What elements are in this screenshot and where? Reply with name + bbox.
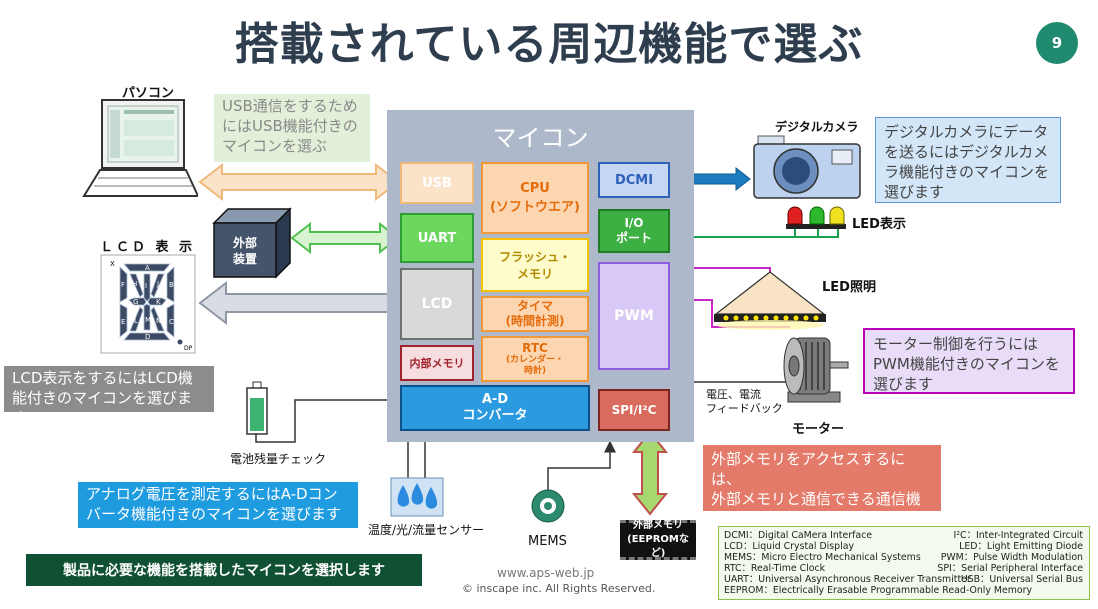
lcd-seg-x: X — [110, 260, 115, 268]
lcd-display-label: ＬＣＤ 表 示 — [100, 240, 196, 255]
lcd-seg-j: J — [156, 280, 159, 288]
abbr-led: LED：Light Emitting Diode — [959, 541, 1083, 552]
lcd-segment-icon: A B C D E F G H I J K L M N X DP — [100, 254, 196, 354]
lcd-seg-m: M — [145, 316, 151, 324]
lcd-block: LCD — [400, 268, 474, 340]
mems-label: MEMS — [528, 534, 567, 549]
lcd-note: LCD表示をするにはLCD機 能付きのマイコンを選びます — [4, 366, 214, 427]
motor-icon — [783, 337, 849, 403]
feedback-label: 電圧、電流 フィードバック — [706, 388, 783, 415]
adc-note: アナログ電圧を測定するにはA-Dコン バータ機能付きのマイコンを選びます — [78, 482, 358, 528]
cpu-block: CPU (ソフトウエア) — [481, 162, 589, 234]
uart-block: UART — [400, 213, 474, 263]
lcd-seg-h: H — [132, 280, 137, 288]
lcd-seg-f: F — [121, 281, 125, 289]
lcd-seg-b: B — [169, 281, 174, 289]
pwm-note: モーター制御を行うには PWM機能付きのマイコンを 選びます — [863, 328, 1075, 394]
camera-label: デジタルカメラ — [775, 120, 859, 134]
led-display-label: LED表示 — [852, 217, 906, 232]
abbr-uart: UART：Universal Asynchronous Receiver Tra… — [724, 574, 971, 585]
memory-note: 外部メモリをアクセスするには、 外部メモリと通信できる通信機能 付きのマイコンを… — [703, 445, 941, 548]
usb-note: USB通信をするため にはUSB機能付きの マイコンを選ぶ — [214, 94, 370, 162]
abbr-rtc: RTC：Real-Time Clock — [724, 563, 826, 574]
external-device-icon — [212, 207, 292, 279]
motor-label: モーター — [792, 422, 845, 437]
lcd-link-arrow — [198, 280, 399, 326]
timer-block: タイマ (時間計測) — [481, 296, 589, 332]
lcd-seg-g: G — [133, 298, 138, 306]
mems-icon — [531, 489, 565, 523]
mems-wire — [547, 440, 616, 490]
lcd-seg-d: D — [145, 333, 150, 341]
battery-label: 電池残量チェック — [230, 452, 327, 466]
rtc-label: RTC — [522, 341, 548, 355]
adc-block: A-D コンバータ — [400, 385, 590, 431]
lcd-seg-c: C — [169, 318, 174, 326]
spi-i2c-block: SPI/I²C — [598, 389, 670, 431]
rtc-block: RTC (カレンダー・ 時計) — [481, 336, 589, 382]
lcd-seg-i: I — [145, 282, 147, 290]
sensor-label: 温度/光/流量センサー — [368, 523, 485, 537]
abbr-usb: USB：Universal Serial Bus — [960, 574, 1083, 585]
camera-note: デジタルカメラにデータ を送るにはデジタルカメ ラ機能付きのマイコンを 選びます — [875, 117, 1061, 203]
rtc-sublabel: (カレンダー・ 時計) — [505, 355, 565, 376]
led-lamp-icon — [714, 271, 826, 330]
website-link[interactable]: www.aps-web.jp — [497, 566, 595, 580]
external-memory-chip: 外部メモリ (EEPROMなど) — [620, 520, 696, 560]
page-number-badge: 9 — [1036, 22, 1078, 64]
abbr-lcd: LCD：Liquid Crystal Display — [724, 541, 855, 552]
uart-link-arrow — [290, 221, 400, 255]
sensor-icon — [390, 477, 444, 517]
abbr-mems: MEMS：Micro Electro Mechanical Systems — [724, 552, 921, 563]
battery-wire — [255, 392, 400, 443]
lcd-seg-k: K — [156, 298, 161, 306]
lcd-seg-a: A — [145, 264, 150, 272]
led-light-label: LED照明 — [822, 280, 876, 295]
abbreviation-legend: DCMI：Digital CaMera Interface LCD：Liquid… — [718, 526, 1090, 600]
usb-link-arrow — [198, 162, 400, 202]
page-title: 搭載されている周辺機能で選ぶ — [234, 19, 864, 70]
copyright-text: © inscape inc. All Rights Reserved. — [462, 582, 656, 595]
camera-icon — [753, 135, 861, 199]
dcmi-block: DCMI — [598, 162, 670, 198]
lcd-seg-dp: DP — [184, 345, 193, 352]
abbr-i2c: I²C：Inter-Integrated Circuit — [953, 530, 1083, 541]
footer-banner: 製品に必要な機能を搭載したマイコンを選択します — [26, 554, 422, 586]
mcu-title: マイコン — [492, 124, 589, 152]
lcd-seg-n: N — [156, 317, 161, 325]
io-port-block: I/O ポート — [598, 209, 670, 253]
pc-label: パソコン — [122, 86, 175, 101]
battery-icon — [246, 381, 268, 435]
flash-memory-block: フラッシュ・ メモリ — [481, 238, 589, 292]
led-indicator-icons — [786, 206, 846, 229]
external-device-label: 外部 装置 — [232, 236, 257, 266]
laptop-icon — [82, 99, 198, 197]
usb-block: USB — [400, 162, 474, 204]
abbr-dcmi: DCMI：Digital CaMera Interface — [724, 530, 873, 541]
memory-link-arrow — [631, 430, 669, 516]
lcd-seg-e: E — [121, 318, 125, 326]
abbr-pwm: PWM：Pulse Width Modulation — [940, 552, 1083, 563]
pwm-block: PWM — [598, 262, 670, 370]
lcd-seg-l: L — [134, 317, 138, 325]
internal-memory-block: 内部メモリ — [400, 345, 474, 381]
abbr-spi: SPI：Serial Peripheral Interface — [937, 563, 1083, 574]
abbr-eeprom: EEPROM：Electrically Erasable Programmabl… — [724, 585, 1033, 596]
